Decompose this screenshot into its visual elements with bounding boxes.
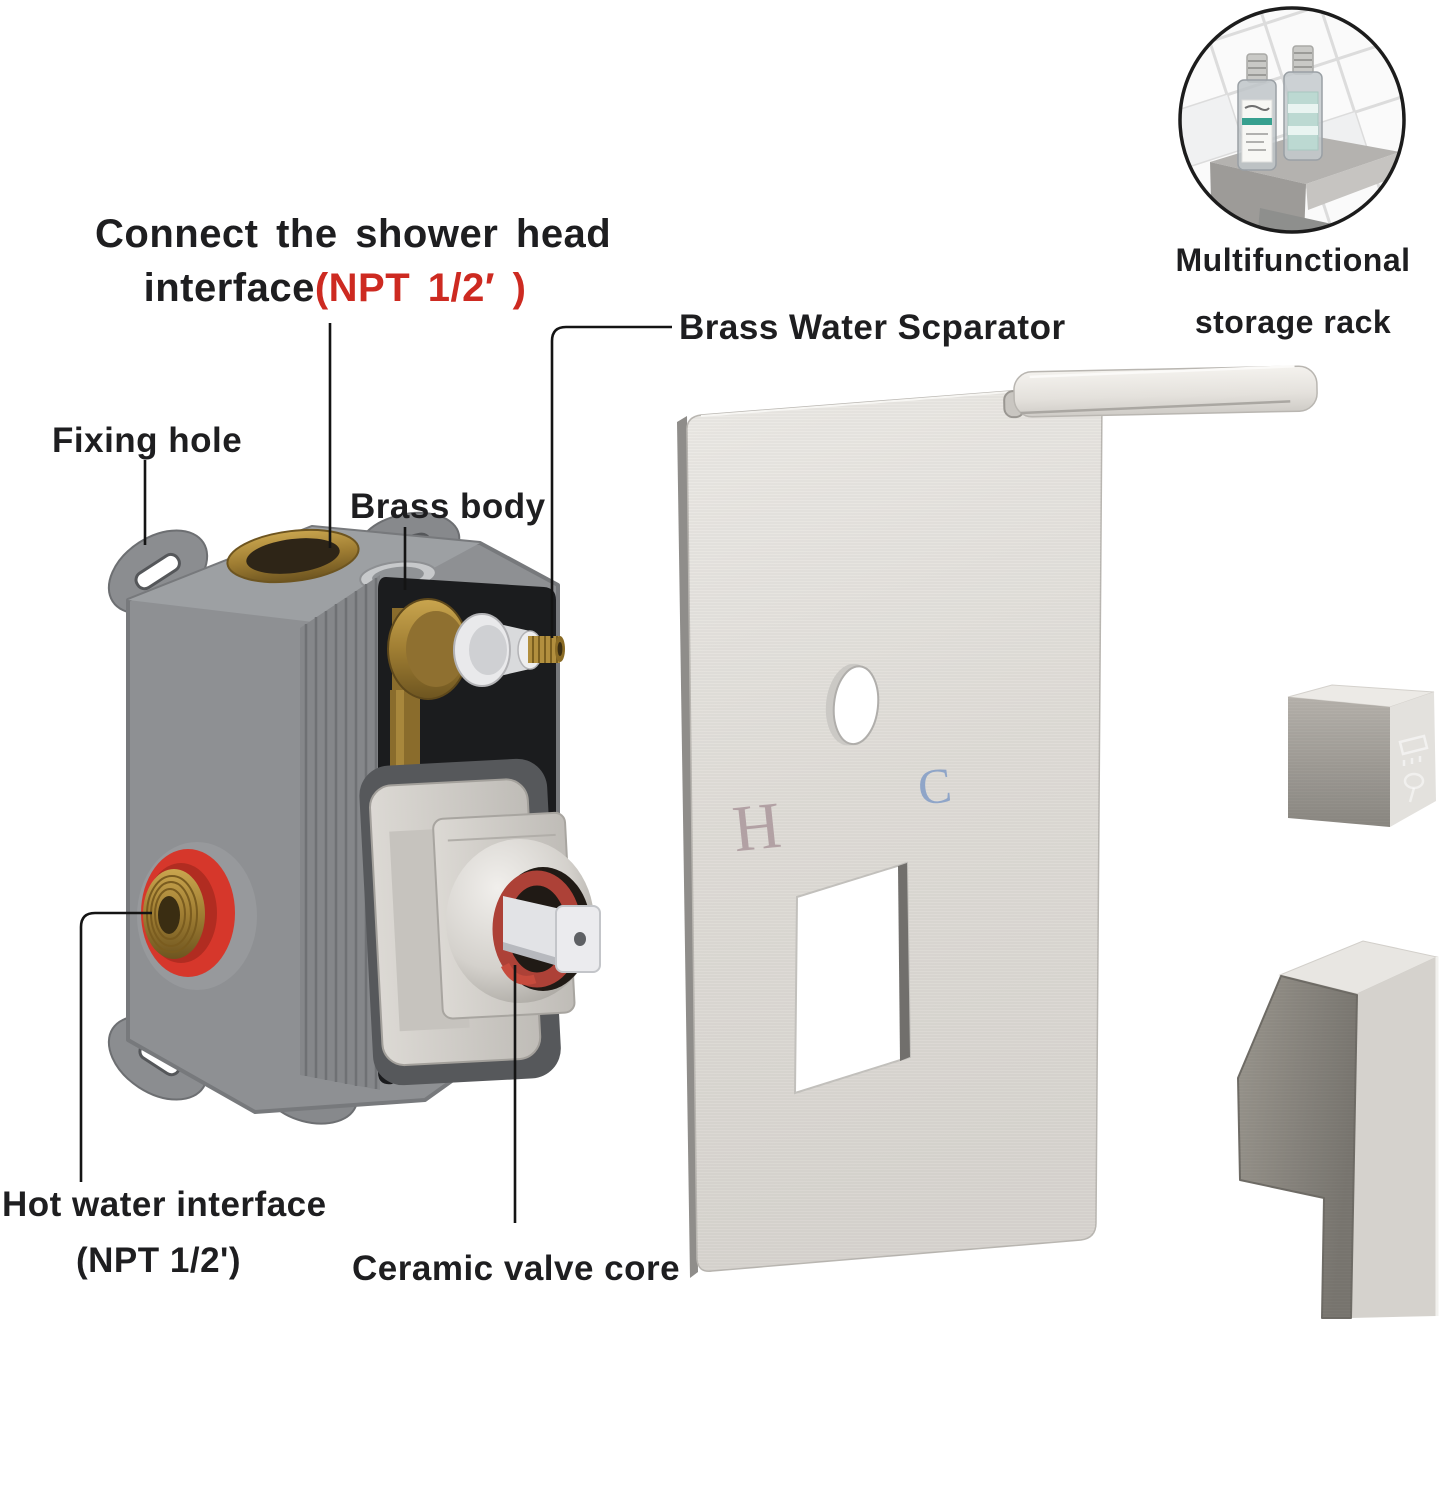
plate-square-hole (793, 861, 912, 1095)
hot-water-port (137, 842, 257, 990)
label-fixing-hole: Fixing hole (52, 421, 243, 460)
label-storage-rack: storage rack (1194, 304, 1392, 340)
inset-photo (1178, 6, 1406, 234)
brass-cartridge (387, 598, 565, 805)
top-lever-handle (1003, 365, 1318, 419)
face-plate (677, 384, 1103, 1278)
label-ceramic-valve-core: Ceramic valve core (352, 1249, 681, 1288)
bottle-right (1283, 45, 1323, 161)
plate-hot-marker: H (729, 788, 785, 867)
diverter-knob (1287, 684, 1436, 827)
plate-cold-marker: C (915, 756, 955, 816)
label-interface-npt: (NPT 1/2′ ) (314, 266, 527, 310)
label-multifunctional: Multifunctional (1175, 242, 1411, 278)
bottle-left (1237, 53, 1277, 171)
label-connect-line1: Connect the shower head (95, 212, 612, 256)
label-hot-water-interface: Hot water interface (2, 1185, 327, 1224)
callout-brass-water-separator (550, 325, 672, 638)
splined-stem-tip (528, 636, 565, 663)
label-connect-interface: interface(NPT 1/2′ ) (95, 266, 575, 310)
ribbed-band (300, 575, 380, 1090)
rain-shower-icon (1398, 734, 1429, 766)
callout-lines (79, 323, 672, 1223)
mounting-ear-top-left (107, 529, 209, 615)
storage-rack (1210, 134, 1400, 232)
ceramic-cartridge (446, 839, 601, 1003)
inset-circle-border (1178, 6, 1406, 234)
label-brass-body: Brass body (350, 487, 546, 526)
label-interface-black: interface (143, 266, 315, 310)
main-handle (1237, 940, 1439, 1319)
handheld-shower-icon (1403, 772, 1425, 803)
label-hot-water-npt: (NPT 1/2') (76, 1241, 242, 1280)
valve-stem (555, 905, 601, 973)
label-brass-water-separator: Brass Water Scparator (679, 308, 1066, 347)
handle-right-face (1351, 957, 1437, 1318)
shower-head-port (226, 528, 360, 584)
label-connect-shower-head: Connect the shower head (95, 212, 611, 256)
callout-hot-water-interface (79, 911, 152, 1182)
valve-body (107, 511, 601, 1125)
plate-edge (677, 416, 698, 1278)
plate-round-hole (825, 663, 880, 746)
